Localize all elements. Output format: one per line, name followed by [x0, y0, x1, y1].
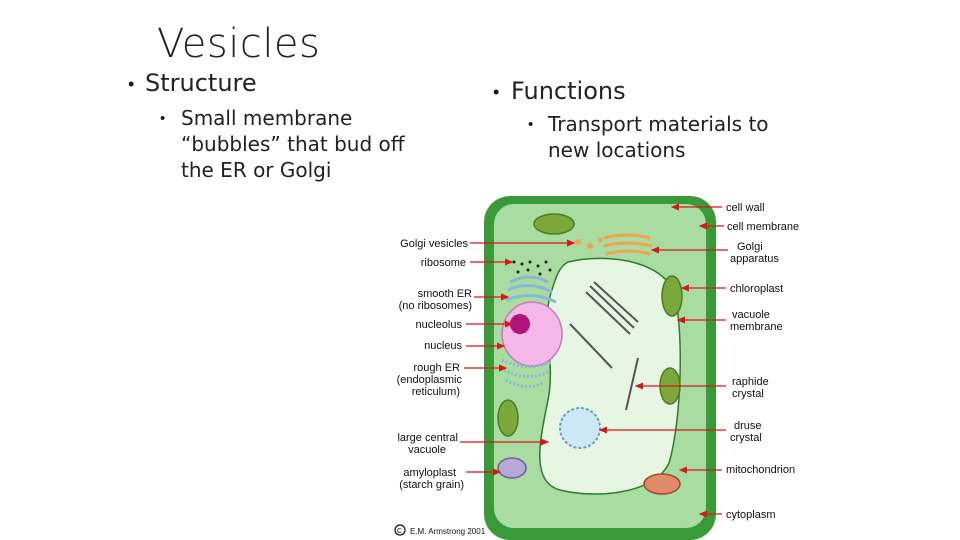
- plant-cell-diagram: Golgi vesicles ribosome smooth ER (no ri…: [394, 196, 799, 540]
- svg-text:nucleolus: nucleolus: [416, 319, 463, 331]
- copyright-icon: [394, 524, 406, 536]
- svg-text:crystal: crystal: [732, 388, 764, 400]
- label-cytoplasm: cytoplasm: [726, 509, 776, 521]
- svg-text:large central: large central: [397, 432, 458, 444]
- label-cell-membrane: cell membrane: [727, 221, 799, 233]
- functions-bullet-line-2: new locations: [548, 138, 686, 162]
- svg-text:(no ribosomes): (no ribosomes): [399, 300, 472, 312]
- bullet-dot: •: [528, 116, 534, 133]
- chloroplast-shapes: [497, 213, 683, 437]
- copyright-icon-glyph: C: [397, 528, 402, 535]
- structure-heading: Structure: [145, 69, 257, 97]
- bullet-dot: •: [128, 74, 135, 94]
- label-chloroplast: chloroplast: [730, 283, 783, 295]
- label-raphide-1: raphide: [732, 376, 769, 388]
- svg-text:ribosome: ribosome: [421, 257, 466, 269]
- svg-text:membrane: membrane: [730, 321, 783, 333]
- label-vacuole-2: vacuole: [408, 444, 446, 456]
- nucleus-shape: [501, 301, 563, 367]
- svg-text:chloroplast: chloroplast: [730, 283, 783, 295]
- svg-text:(endoplasmic: (endoplasmic: [397, 374, 463, 386]
- label-vacuole-1: large central: [397, 432, 458, 444]
- structure-bullet-line-3: the ER or Golgi: [181, 158, 332, 182]
- label-raphide-2: crystal: [732, 388, 764, 400]
- svg-text:druse: druse: [734, 420, 762, 432]
- label-golgi-1: Golgi: [737, 241, 763, 253]
- svg-text:Golgi vesicles: Golgi vesicles: [400, 238, 468, 250]
- svg-text:nucleus: nucleus: [424, 340, 462, 352]
- functions-heading: Functions: [511, 77, 626, 105]
- nucleolus-shape: [510, 314, 530, 334]
- svg-text:reticulum): reticulum): [412, 386, 460, 398]
- label-smooth-er-2: (no ribosomes): [399, 300, 472, 312]
- label-amyloplast-1: amyloplast: [403, 467, 456, 479]
- druse-crystal-shape: [559, 407, 601, 449]
- svg-text:apparatus: apparatus: [730, 253, 779, 265]
- label-smooth-er-1: smooth ER: [418, 288, 472, 300]
- svg-text:mitochondrion: mitochondrion: [726, 464, 795, 476]
- svg-text:amyloplast: amyloplast: [403, 467, 456, 479]
- svg-text:smooth ER: smooth ER: [418, 288, 472, 300]
- right-label-arrows: [598, 203, 728, 518]
- functions-bullet-line-1: Transport materials to: [548, 112, 769, 136]
- right-labels: cell wall cell membrane Golgi apparatus …: [726, 202, 799, 521]
- mitochondrion-shape: [643, 473, 681, 495]
- label-nucleolus: nucleolus: [416, 319, 463, 331]
- label-vacuole-membrane-2: membrane: [730, 321, 783, 333]
- label-cell-wall: cell wall: [726, 202, 765, 214]
- label-nucleus: nucleus: [424, 340, 462, 352]
- left-labels: Golgi vesicles ribosome smooth ER (no ri…: [397, 238, 472, 491]
- label-golgi-2: apparatus: [730, 253, 779, 265]
- label-ribosome: ribosome: [421, 257, 466, 269]
- label-golgi-vesicles: Golgi vesicles: [400, 238, 468, 250]
- label-druse-2: crystal: [730, 432, 762, 444]
- raphide-bundle: [569, 281, 639, 411]
- structure-bullet-line-1: Small membrane: [181, 106, 353, 130]
- svg-text:crystal: crystal: [730, 432, 762, 444]
- label-rough-er-3: reticulum): [412, 386, 460, 398]
- smooth-er-shape: [505, 275, 557, 304]
- rough-er-shape: [501, 358, 553, 388]
- golgi-vesicle-shapes: [575, 237, 603, 249]
- svg-text:(starch grain): (starch grain): [399, 479, 464, 491]
- left-label-arrows: [460, 239, 576, 476]
- amyloplast-shape: [497, 457, 527, 479]
- svg-text:cell wall: cell wall: [726, 202, 765, 214]
- svg-text:cytoplasm: cytoplasm: [726, 509, 776, 521]
- slide-title: Vesicles: [157, 21, 321, 67]
- label-rough-er-2: (endoplasmic: [397, 374, 463, 386]
- svg-text:raphide: raphide: [732, 376, 769, 388]
- svg-text:vacuole: vacuole: [732, 309, 770, 321]
- label-druse-1: druse: [734, 420, 762, 432]
- label-rough-er-1: rough ER: [414, 362, 461, 374]
- svg-text:vacuole: vacuole: [408, 444, 446, 456]
- vacuole-shape: [539, 257, 681, 495]
- svg-text:rough ER: rough ER: [414, 362, 461, 374]
- label-amyloplast-2: (starch grain): [399, 479, 464, 491]
- svg-text:Golgi: Golgi: [737, 241, 763, 253]
- golgi-apparatus-shape: [603, 233, 653, 256]
- bullet-dot: •: [493, 82, 500, 102]
- ribosome-dots: [512, 260, 552, 276]
- copyright-text: E.M. Armstrong 2001: [410, 527, 486, 536]
- svg-text:cell membrane: cell membrane: [727, 221, 799, 233]
- structure-bullet-line-2: “bubbles” that bud off: [181, 132, 405, 156]
- label-mitochondrion: mitochondrion: [726, 464, 795, 476]
- label-vacuole-membrane-1: vacuole: [732, 309, 770, 321]
- bullet-dot: •: [160, 110, 166, 127]
